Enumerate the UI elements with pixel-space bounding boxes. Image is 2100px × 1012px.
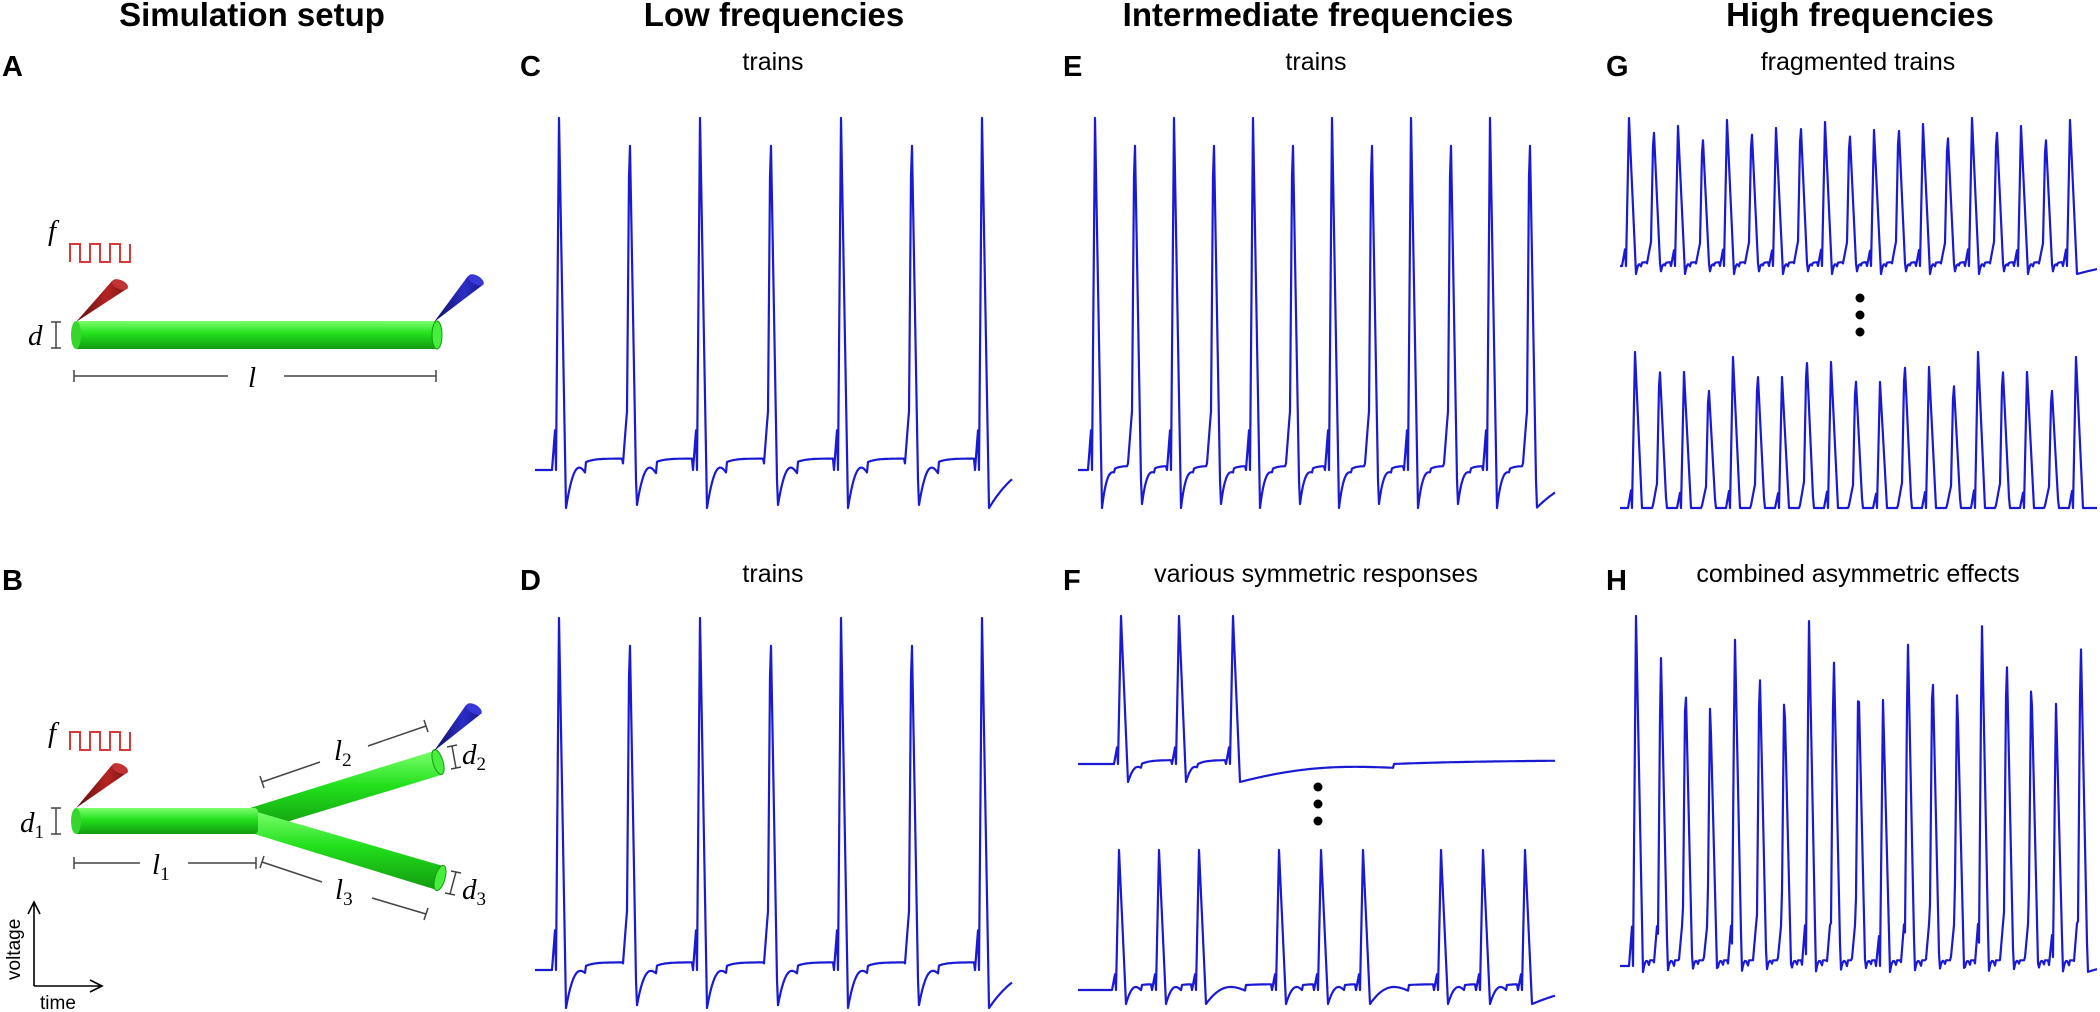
voltage-axis-arrow — [27, 900, 41, 986]
voltage-trace-d — [534, 616, 1013, 1010]
diameter-1-label: d1 — [20, 807, 44, 843]
length-1-label: l1 — [152, 849, 170, 885]
panel-h-subtitle: combined asymmetric effects — [1696, 560, 2019, 588]
column-title-low: Low frequencies — [644, 0, 904, 33]
upper-branch-icon — [250, 750, 441, 830]
frequency-label: f — [48, 717, 60, 749]
diameter-label: d — [28, 320, 43, 352]
voltage-trace-g-lower — [1619, 350, 2098, 510]
lower-branch-icon — [248, 810, 443, 890]
time-axis-label: time — [40, 993, 76, 1012]
pulse-train-icon — [69, 243, 131, 263]
panel-d-subtitle: trains — [742, 560, 803, 588]
panel-b-schematic: f d1 l1 l2 d2 l3 d3 — [20, 703, 486, 921]
pulse-train-icon — [69, 731, 131, 751]
panel-g-subtitle: fragmented trains — [1761, 48, 1956, 76]
ellipsis-dots-g — [1855, 293, 1865, 337]
panel-letter-b: B — [2, 565, 23, 597]
length-1-marker — [73, 857, 257, 869]
panel-e-subtitle: trains — [1285, 48, 1346, 76]
panel-letter-d: D — [520, 565, 541, 597]
voltage-trace-e — [1077, 116, 1556, 510]
length-2-marker — [259, 719, 429, 789]
stimulating-electrode-icon — [76, 765, 128, 808]
length-label: l — [248, 362, 256, 394]
length-marker — [73, 370, 437, 382]
voltage-trace-h — [1619, 614, 2098, 974]
panel-letter-f: F — [1063, 565, 1081, 597]
ellipsis-dots-f — [1313, 782, 1323, 826]
panel-letter-a: A — [2, 51, 23, 83]
panel-letter-g: G — [1606, 51, 1629, 83]
column-title-intermediate: Intermediate frequencies — [1123, 0, 1514, 33]
stimulating-electrode-icon — [76, 281, 128, 322]
panel-letter-h: H — [1606, 565, 1627, 597]
panel-f-subtitle: various symmetric responses — [1154, 560, 1478, 588]
column-title-high: High frequencies — [1726, 0, 1994, 33]
time-axis-arrow — [34, 979, 104, 993]
panel-letter-c: C — [520, 51, 541, 83]
length-3-label: l3 — [335, 874, 353, 910]
voltage-axis-label: voltage — [4, 919, 25, 980]
voltage-trace-g-upper — [1619, 116, 2098, 276]
voltage-trace-f-lower — [1077, 848, 1556, 1006]
diameter-2-label: d2 — [462, 739, 486, 775]
length-2-label: l2 — [334, 735, 352, 771]
recording-electrode-icon — [434, 705, 482, 751]
length-3-marker — [259, 855, 429, 921]
panel-letter-e: E — [1063, 51, 1082, 83]
voltage-trace-f-upper — [1077, 614, 1556, 784]
voltage-trace-c — [534, 116, 1013, 510]
axes-legend: voltage time — [4, 900, 104, 1012]
recording-electrode-icon — [434, 276, 484, 322]
panel-c-subtitle: trains — [742, 48, 803, 76]
panel-a-schematic: f d l — [28, 215, 484, 394]
parent-cable-icon — [74, 808, 258, 834]
cable-icon — [74, 321, 438, 349]
column-title-setup: Simulation setup — [119, 0, 385, 33]
diameter-3-label: d3 — [462, 874, 486, 910]
frequency-label: f — [48, 215, 60, 247]
